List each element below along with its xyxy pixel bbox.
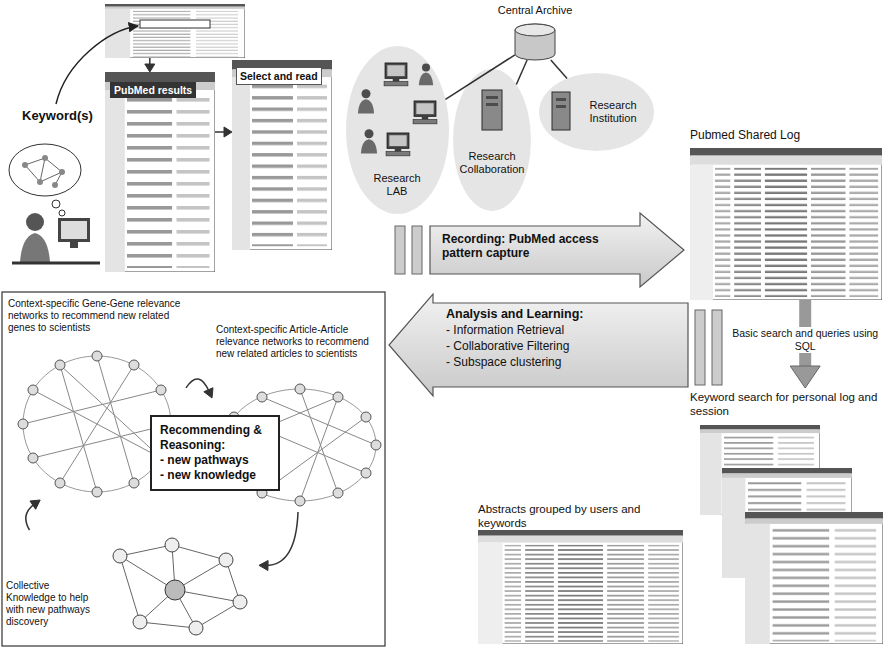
- connector-line: [26, 504, 35, 530]
- node-text: Central Archive: [475, 4, 595, 17]
- node-text: Abstracts grouped by users and keywords: [478, 502, 683, 530]
- text-area: Pubmed Shared Log: [690, 128, 882, 143]
- text-area: Research LAB: [367, 172, 427, 198]
- arrowhead: [145, 64, 155, 72]
- connector-line: [516, 60, 527, 85]
- node-text: - Collaborative Filtering: [446, 338, 676, 354]
- arrowhead: [259, 561, 268, 571]
- connector: [215, 127, 232, 137]
- text-area: Central Archive: [475, 4, 595, 17]
- analysis-arrow: Analysis and Learning:- Information Retr…: [388, 293, 688, 397]
- collective-graph-figure: [113, 538, 247, 635]
- text-area: Select and read: [236, 66, 346, 85]
- connector: [259, 512, 298, 570]
- node-text: Context-specific Article-Article relevan…: [216, 324, 380, 360]
- arrowhead: [224, 127, 232, 137]
- browser-screenshots: [105, 4, 883, 644]
- connector: [145, 58, 155, 72]
- node-text: Context-specific Gene-Gene relevance net…: [8, 298, 184, 334]
- node-text: Select and read: [236, 67, 322, 85]
- node-text: - new pathways: [160, 453, 270, 468]
- node-text: Collective Knowledge to help with new pa…: [6, 580, 98, 628]
- connector-line: [186, 379, 209, 392]
- text-area: Collective Knowledge to help with new pa…: [6, 580, 98, 628]
- collaboration-region-outline: [452, 68, 532, 212]
- node-text: Pubmed Shared Log: [690, 128, 882, 143]
- text-area: Analysis and Learning:- Information Retr…: [446, 306, 676, 370]
- node-text: Research Collaboration: [456, 150, 528, 176]
- node-text: - Information Retrieval: [446, 322, 676, 338]
- text-area: Context-specific Gene-Gene relevance net…: [8, 298, 184, 334]
- results-screenshot: PubMed results: [105, 72, 215, 272]
- scientist-figure: [9, 144, 100, 263]
- text-area: Keyword(s): [22, 108, 102, 124]
- connector: [26, 500, 40, 530]
- arrowhead: [30, 500, 40, 509]
- recommend-box: Recommending & Reasoning:- new pathways-…: [150, 415, 280, 491]
- text-area: Abstracts grouped by users and keywords: [478, 502, 683, 530]
- node-text: Keyword search for personal log and sess…: [690, 390, 884, 418]
- text-area: Research Institution: [578, 99, 648, 125]
- search-screenshot: Keyword(s): [105, 4, 245, 58]
- institution-region: Research Institution: [538, 72, 655, 152]
- lab-region: Research LAB: [345, 45, 450, 215]
- node-text: Recording: PubMed access pattern capture: [442, 232, 632, 260]
- connector-line: [551, 60, 567, 78]
- node-text: Analysis and Learning:: [446, 306, 676, 322]
- collective-graph: Collective Knowledge to help with new pa…: [4, 530, 259, 644]
- text-area: Recording: PubMed access pattern capture: [442, 232, 632, 260]
- log-screenshot: Pubmed Shared Log: [690, 148, 882, 300]
- connector: [516, 60, 527, 85]
- archive-cylinder-outline: [515, 24, 555, 60]
- node-text: Research LAB: [367, 172, 427, 198]
- node-text: - new knowledge: [160, 468, 270, 483]
- connector-line: [265, 512, 298, 565]
- edge-label: Basic search and queries using SQL: [730, 327, 880, 353]
- abstracts-screenshot: Abstracts grouped by users and keywords: [478, 500, 683, 646]
- connector: [551, 60, 567, 78]
- text-area: Keyword search for personal log and sess…: [690, 390, 884, 418]
- search-screens: Keyword search for personal log and sess…: [688, 388, 886, 646]
- collaboration-region: Research Collaboration: [452, 68, 532, 212]
- article-screenshot: Select and read: [232, 60, 332, 250]
- node-text: Research Institution: [578, 99, 648, 125]
- arrowhead: [790, 366, 820, 388]
- arrowhead: [204, 388, 213, 398]
- recording-arrow: Recording: PubMed access pattern capture: [430, 212, 685, 288]
- node-text: PubMed results: [110, 82, 196, 98]
- node-text: Recommending & Reasoning:: [160, 423, 270, 453]
- node-text: Keyword(s): [22, 108, 102, 124]
- text-area: Research Collaboration: [456, 150, 528, 176]
- connector: [186, 379, 213, 398]
- archive-cylinder: Central Archive: [515, 24, 555, 60]
- text-area: Context-specific Article-Article relevan…: [216, 324, 380, 360]
- bottom-panel: [2, 292, 385, 646]
- node-text: - Subspace clustering: [446, 354, 676, 370]
- text-area: PubMed results: [110, 80, 214, 98]
